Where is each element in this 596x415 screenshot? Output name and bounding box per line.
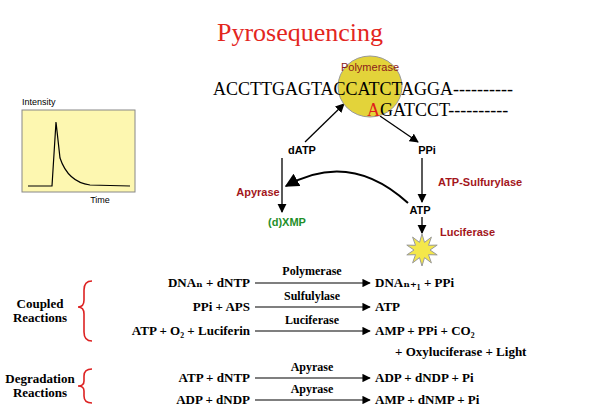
reaction-side: ADP + dNDP <box>176 393 250 407</box>
page-title: Pyrosequencing <box>217 19 383 48</box>
reaction-arrow <box>255 377 370 378</box>
enzyme-label: Apyrase <box>291 361 334 374</box>
enzyme-label: ATP-Sulfurylase <box>438 176 522 188</box>
arrow <box>305 104 344 142</box>
reaction-arrow <box>255 399 370 400</box>
arrow <box>421 158 422 202</box>
arrow <box>281 158 282 212</box>
reaction-side: AMP + PPi + CO₂ <box>375 324 475 338</box>
light-burst <box>407 234 437 266</box>
group-label: Degradation Reactions <box>1 372 79 401</box>
enzyme-label: Polymerase <box>282 265 341 278</box>
reaction-side: PPi + APS <box>193 300 250 314</box>
arrow <box>421 217 422 233</box>
curved-arrow <box>286 171 408 203</box>
dna-template: ACCTTGAGTACCATCTAGGA---------- <box>213 80 513 100</box>
enzyme-label: Luciferase <box>285 314 339 327</box>
reaction-side: AMP + dNMP + Pi <box>375 393 479 407</box>
group-label: Coupled Reactions <box>1 297 79 326</box>
reaction-side: ADP + dNDP + Pi <box>375 371 474 385</box>
signal-peak <box>28 122 130 186</box>
enzyme-label: Apyrase <box>236 186 279 198</box>
added-base: A <box>367 101 380 121</box>
reaction-arrow <box>255 282 370 283</box>
node-label: Polymerase <box>337 61 403 73</box>
molecule-label: ATP <box>409 204 430 216</box>
dna-strand: GATCCT---------- <box>380 101 508 121</box>
molecule-label: dATP <box>288 144 316 156</box>
enzyme-label: Apyrase <box>291 383 334 396</box>
product-label: (d)XMP <box>268 216 306 228</box>
molecule-label: PPi <box>418 144 436 156</box>
reaction-side: ATP <box>375 300 400 314</box>
enzyme-label: Sulfulylase <box>284 290 340 303</box>
reaction-side: DNAₙ + dNTP <box>168 276 250 290</box>
brace <box>78 369 92 403</box>
reaction-arrow <box>255 330 370 331</box>
reaction-side: DNAₙ₊₁ + PPi <box>375 276 454 290</box>
brace <box>78 281 92 341</box>
axis-label: Intensity <box>22 98 56 108</box>
reaction-side: ATP + dNTP <box>179 371 250 385</box>
reaction-side: + Oxyluciferase + Light <box>395 345 526 359</box>
enzyme-label: Luciferase <box>440 226 495 238</box>
axis-label: Time <box>90 196 110 206</box>
reaction-arrow <box>255 306 370 307</box>
chart-frame <box>22 110 135 192</box>
reaction-side: ATP + O₂ + Luciferin <box>132 324 250 338</box>
